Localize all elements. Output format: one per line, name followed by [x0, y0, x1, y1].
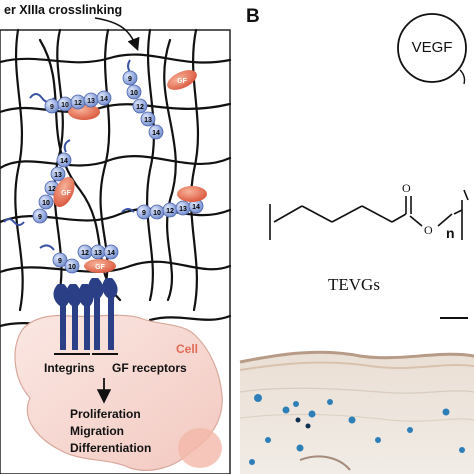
- fn-cluster-right: 9 10 12 13 14 GF: [122, 59, 197, 140]
- gf-receptors-label: GF receptors: [112, 361, 187, 375]
- fn-cluster-middle: 9 10 12 13 14 GF: [32, 139, 75, 224]
- integrins-label: Integrins: [44, 361, 95, 375]
- svg-text:12: 12: [81, 250, 89, 257]
- svg-text:GF: GF: [177, 78, 187, 85]
- repeat-n: n: [446, 225, 455, 241]
- gf-molecule: [53, 177, 75, 207]
- svg-text:12: 12: [74, 100, 82, 107]
- cell-label: Cell: [176, 342, 198, 356]
- gf-receptors: [88, 278, 118, 350]
- vegf-circle: [397, 13, 467, 83]
- outcome-migration: Migration: [70, 424, 124, 438]
- svg-text:10: 10: [61, 102, 69, 109]
- svg-text:13: 13: [179, 206, 187, 213]
- fn-cluster-top: 9 10 12 13 14: [29, 90, 112, 120]
- svg-text:9: 9: [142, 210, 146, 217]
- svg-text:12: 12: [48, 186, 56, 193]
- fn-cluster-bound: 9 10 12 13 14 GF: [39, 244, 119, 274]
- svg-text:14: 14: [107, 250, 115, 257]
- svg-text:GF: GF: [95, 264, 105, 271]
- vegf-label: VEGF: [412, 39, 453, 56]
- svg-text:GF: GF: [61, 190, 71, 197]
- fn-domain-row: 9 10 12 13 14: [44, 90, 112, 114]
- outcome-differentiation: Differentiation: [70, 441, 151, 455]
- svg-text:13: 13: [144, 117, 152, 124]
- crosslinking-caption: er XIIIa crosslinking: [4, 3, 122, 17]
- svg-text:10: 10: [153, 210, 161, 217]
- svg-text:14: 14: [100, 96, 108, 103]
- dark-nuclei: [295, 417, 311, 429]
- tissue-edge: [239, 350, 474, 364]
- svg-text:9: 9: [50, 104, 54, 111]
- svg-text:14: 14: [152, 130, 160, 137]
- crosslinking-arrow: [94, 17, 140, 51]
- fn-tether: [3, 218, 25, 226]
- stained-nuclei: [249, 394, 465, 465]
- svg-text:14: 14: [192, 204, 200, 211]
- gf-molecule: [177, 186, 207, 202]
- svg-text:14: 14: [60, 158, 68, 165]
- polymer-structure: [269, 189, 469, 240]
- integrin-receptors: [53, 284, 94, 350]
- svg-text:9: 9: [128, 76, 132, 83]
- svg-text:13: 13: [87, 98, 95, 105]
- svg-text:9: 9: [38, 214, 42, 221]
- svg-text:10: 10: [68, 264, 76, 271]
- panel-b: B VEGF O O n TEVGs: [239, 6, 474, 474]
- ester-oxygen: O: [424, 223, 433, 237]
- svg-text:10: 10: [42, 200, 50, 207]
- carbonyl-oxygen: O: [402, 181, 411, 195]
- outcome-proliferation: Proliferation: [70, 407, 141, 421]
- tevgs-label: TEVGs: [328, 275, 380, 294]
- panel-b-letter: B: [246, 6, 260, 27]
- panel-a: er XIIIa crosslinking 9: [0, 3, 232, 474]
- svg-text:13: 13: [54, 172, 62, 179]
- histology-image: [239, 334, 474, 474]
- svg-text:10: 10: [130, 90, 138, 97]
- svg-text:12: 12: [166, 208, 174, 215]
- cell-nucleus: [178, 428, 222, 468]
- fn-cluster-right-low: 9 10 12 13 14: [121, 186, 207, 220]
- gf-molecule: [167, 70, 197, 90]
- svg-text:12: 12: [136, 104, 144, 111]
- svg-text:9: 9: [58, 258, 62, 265]
- gf-molecule: [84, 259, 116, 273]
- vegf-linker: [459, 69, 466, 85]
- svg-text:13: 13: [94, 250, 102, 257]
